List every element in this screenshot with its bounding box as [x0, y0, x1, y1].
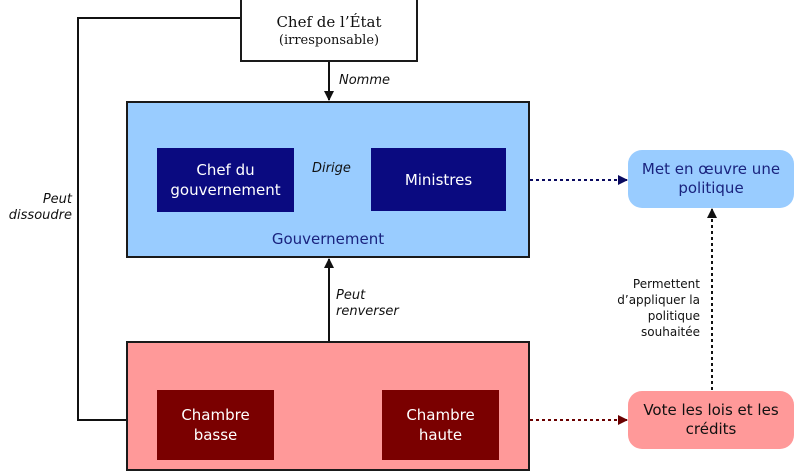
- chambre-basse-box: Chambre basse: [157, 390, 274, 460]
- label-renverser-line1: Peut: [336, 288, 366, 303]
- label-permettent-line1: Permettent: [632, 277, 700, 291]
- label-permettent-line3: politique: [647, 309, 700, 323]
- gouvernement-label: Gouvernement: [271, 230, 385, 248]
- ministres-box: Ministres: [371, 148, 506, 211]
- label-dissoudre-line1: Peut: [42, 192, 72, 207]
- politique-line2: politique: [678, 179, 744, 197]
- chambre-basse-line1: Chambre: [181, 406, 250, 424]
- chambre-haute-box: Chambre haute: [382, 390, 499, 460]
- politique-line1: Met en œuvre une: [641, 160, 781, 178]
- label-peut-renverser: Peut renverser: [336, 288, 399, 320]
- chef-gouvernement-box: Chef du gouvernement: [157, 148, 294, 212]
- lois-box: Vote les lois et les crédits: [628, 391, 794, 449]
- chef-etat-title: Chef de l’État: [276, 13, 382, 31]
- label-renverser-line2: renverser: [336, 304, 399, 319]
- label-dissoudre-line2: dissoudre: [8, 208, 72, 223]
- chef-etat-subtitle: (irresponsable): [278, 33, 380, 48]
- chambre-haute-line1: Chambre: [406, 406, 475, 424]
- label-peut-dissoudre: Peut dissoudre: [0, 192, 72, 224]
- lois-line1: Vote les lois et les: [643, 401, 779, 419]
- label-permettent-line2: d’appliquer la: [617, 293, 700, 307]
- chef-etat-box: Chef de l’État (irresponsable): [240, 0, 418, 62]
- label-permettent: Permettent d’appliquer la politique souh…: [590, 276, 700, 340]
- chambre-basse-line2: basse: [193, 426, 238, 444]
- chef-gouvernement-line2: gouvernement: [170, 181, 281, 199]
- chef-gouvernement-line1: Chef du: [196, 161, 255, 179]
- chambre-haute-line2: haute: [418, 426, 463, 444]
- politique-box: Met en œuvre une politique: [628, 150, 794, 208]
- ministres-label: Ministres: [404, 170, 473, 189]
- label-nomme: Nomme: [339, 73, 391, 88]
- lois-line2: crédits: [685, 420, 737, 438]
- arrow-dissoudre: [77, 17, 240, 425]
- label-dirige: Dirige: [312, 161, 351, 176]
- label-permettent-line4: souhaitée: [641, 325, 700, 339]
